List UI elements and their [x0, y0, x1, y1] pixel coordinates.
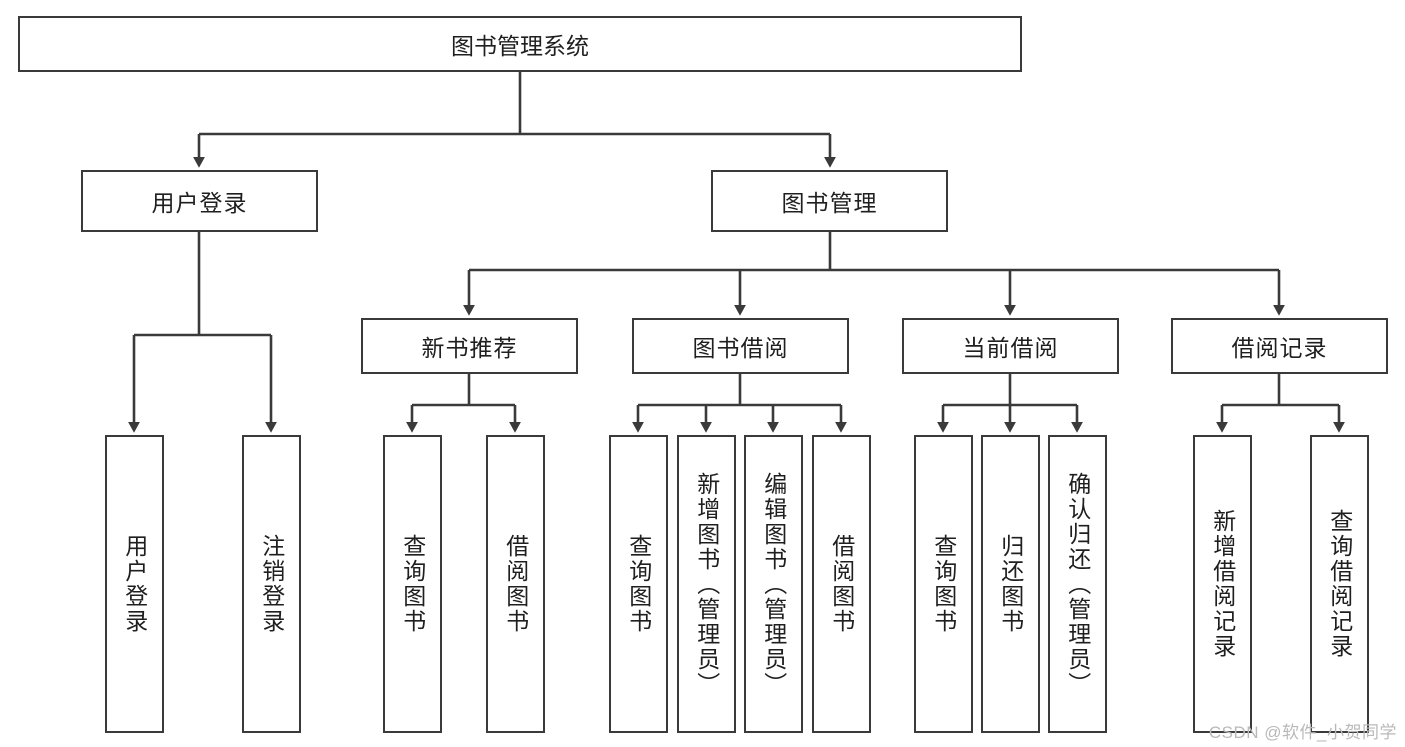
node-root-system[interactable]: 图书管理系统 — [18, 16, 1022, 72]
node-label: 新书推荐 — [421, 335, 518, 361]
leaf-add-borrow-record[interactable]: 新增借阅记录 — [1193, 435, 1252, 733]
node-borrow-record[interactable]: 借阅记录 — [1171, 318, 1388, 374]
node-new-book-recommend[interactable]: 新书推荐 — [361, 318, 578, 374]
node-label: 当前借阅 — [962, 335, 1059, 361]
watermark: CSDN @软件_小贺同学 — [1208, 723, 1397, 742]
leaf-query-book-recommend[interactable]: 查询图书 — [383, 435, 442, 733]
node-label: 借阅记录 — [1231, 335, 1328, 361]
leaf-add-book[interactable]: 新增图书（管理员） — [677, 435, 736, 733]
leaf-label: 查询图书 — [625, 534, 652, 634]
leaf-label: 借阅图书 — [828, 534, 855, 634]
node-label: 图书管理 — [781, 190, 878, 216]
node-user-login[interactable]: 用户登录 — [81, 170, 318, 232]
leaf-label: 借阅图书 — [502, 534, 529, 634]
leaf-borrow-book-recommend[interactable]: 借阅图书 — [486, 435, 545, 733]
leaf-label: 归还图书 — [997, 534, 1024, 634]
node-book-management[interactable]: 图书管理 — [711, 170, 948, 232]
leaf-borrow-book[interactable]: 借阅图书 — [812, 435, 871, 733]
node-current-borrow[interactable]: 当前借阅 — [902, 318, 1119, 374]
node-book-borrow[interactable]: 图书借阅 — [632, 318, 849, 374]
leaf-edit-book[interactable]: 编辑图书（管理员） — [744, 435, 803, 733]
leaf-label: 注销登录 — [258, 534, 285, 634]
leaf-label: 用户登录 — [121, 534, 148, 634]
leaf-label: 查询图书 — [930, 534, 957, 634]
leaf-label: 新增借阅记录 — [1209, 509, 1236, 659]
leaf-label: 查询借阅记录 — [1326, 509, 1353, 659]
node-label: 图书借阅 — [692, 335, 789, 361]
leaf-confirm-return[interactable]: 确认归还（管理员） — [1048, 435, 1107, 733]
leaf-label: 新增图书（管理员） — [693, 471, 720, 697]
leaf-label: 编辑图书（管理员） — [760, 471, 787, 697]
leaf-user-logout[interactable]: 注销登录 — [242, 435, 301, 733]
leaf-query-book-borrow[interactable]: 查询图书 — [609, 435, 668, 733]
leaf-label: 确认归还（管理员） — [1064, 471, 1091, 697]
leaf-label: 查询图书 — [399, 534, 426, 634]
leaf-query-borrow-record[interactable]: 查询借阅记录 — [1310, 435, 1369, 733]
leaf-query-book-current[interactable]: 查询图书 — [914, 435, 973, 733]
node-label: 用户登录 — [151, 190, 248, 216]
leaf-return-book[interactable]: 归还图书 — [981, 435, 1040, 733]
node-label: 图书管理系统 — [451, 33, 589, 59]
leaf-user-login[interactable]: 用户登录 — [105, 435, 164, 733]
